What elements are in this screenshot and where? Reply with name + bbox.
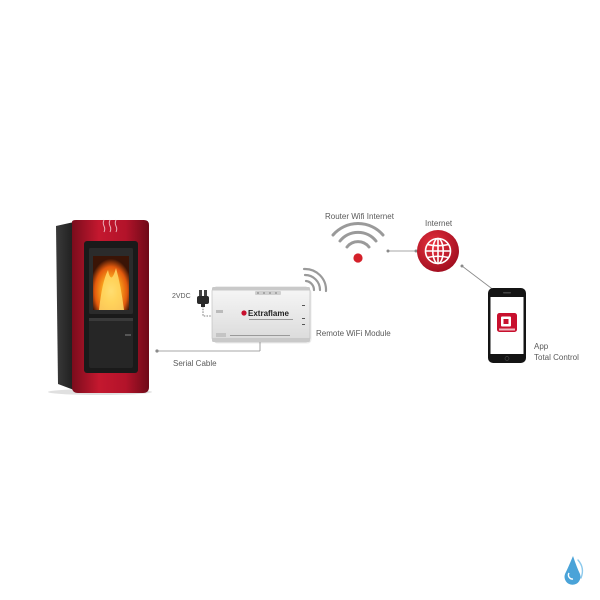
- app-icon: [497, 313, 517, 332]
- router-label: Router Wifi Internet: [325, 212, 395, 221]
- water-drop-logo-icon: [564, 556, 584, 585]
- router-dot: [353, 253, 363, 263]
- wifi-router-icon: [331, 222, 385, 263]
- module-brand: Extraflame: [248, 309, 289, 318]
- internet-link-dot: [414, 249, 418, 253]
- serial-cable-endpoint: [155, 349, 159, 353]
- module-wifi-signal-icon: [302, 267, 328, 293]
- wifi-module-icon: Extraflame: [211, 286, 312, 344]
- router-link-dot: [386, 249, 390, 253]
- module-label: Remote WiFi Module: [316, 329, 391, 338]
- internet-phone-dot-a: [460, 264, 464, 268]
- app-label-line2: Total Control: [534, 353, 579, 362]
- module-logo-mark: [241, 310, 247, 316]
- globe-icon: [417, 230, 459, 272]
- power-plug-icon: [197, 290, 209, 307]
- power-label: 2VDC: [172, 293, 191, 300]
- pellet-stove-icon: [48, 219, 152, 395]
- internet-label: Internet: [425, 219, 453, 228]
- serial-cable-label: Serial Cable: [173, 359, 217, 368]
- power-cable-line: [202, 306, 215, 317]
- smartphone-icon: [488, 288, 526, 363]
- app-label-line1: App: [534, 342, 549, 351]
- internet-phone-link: [461, 265, 496, 292]
